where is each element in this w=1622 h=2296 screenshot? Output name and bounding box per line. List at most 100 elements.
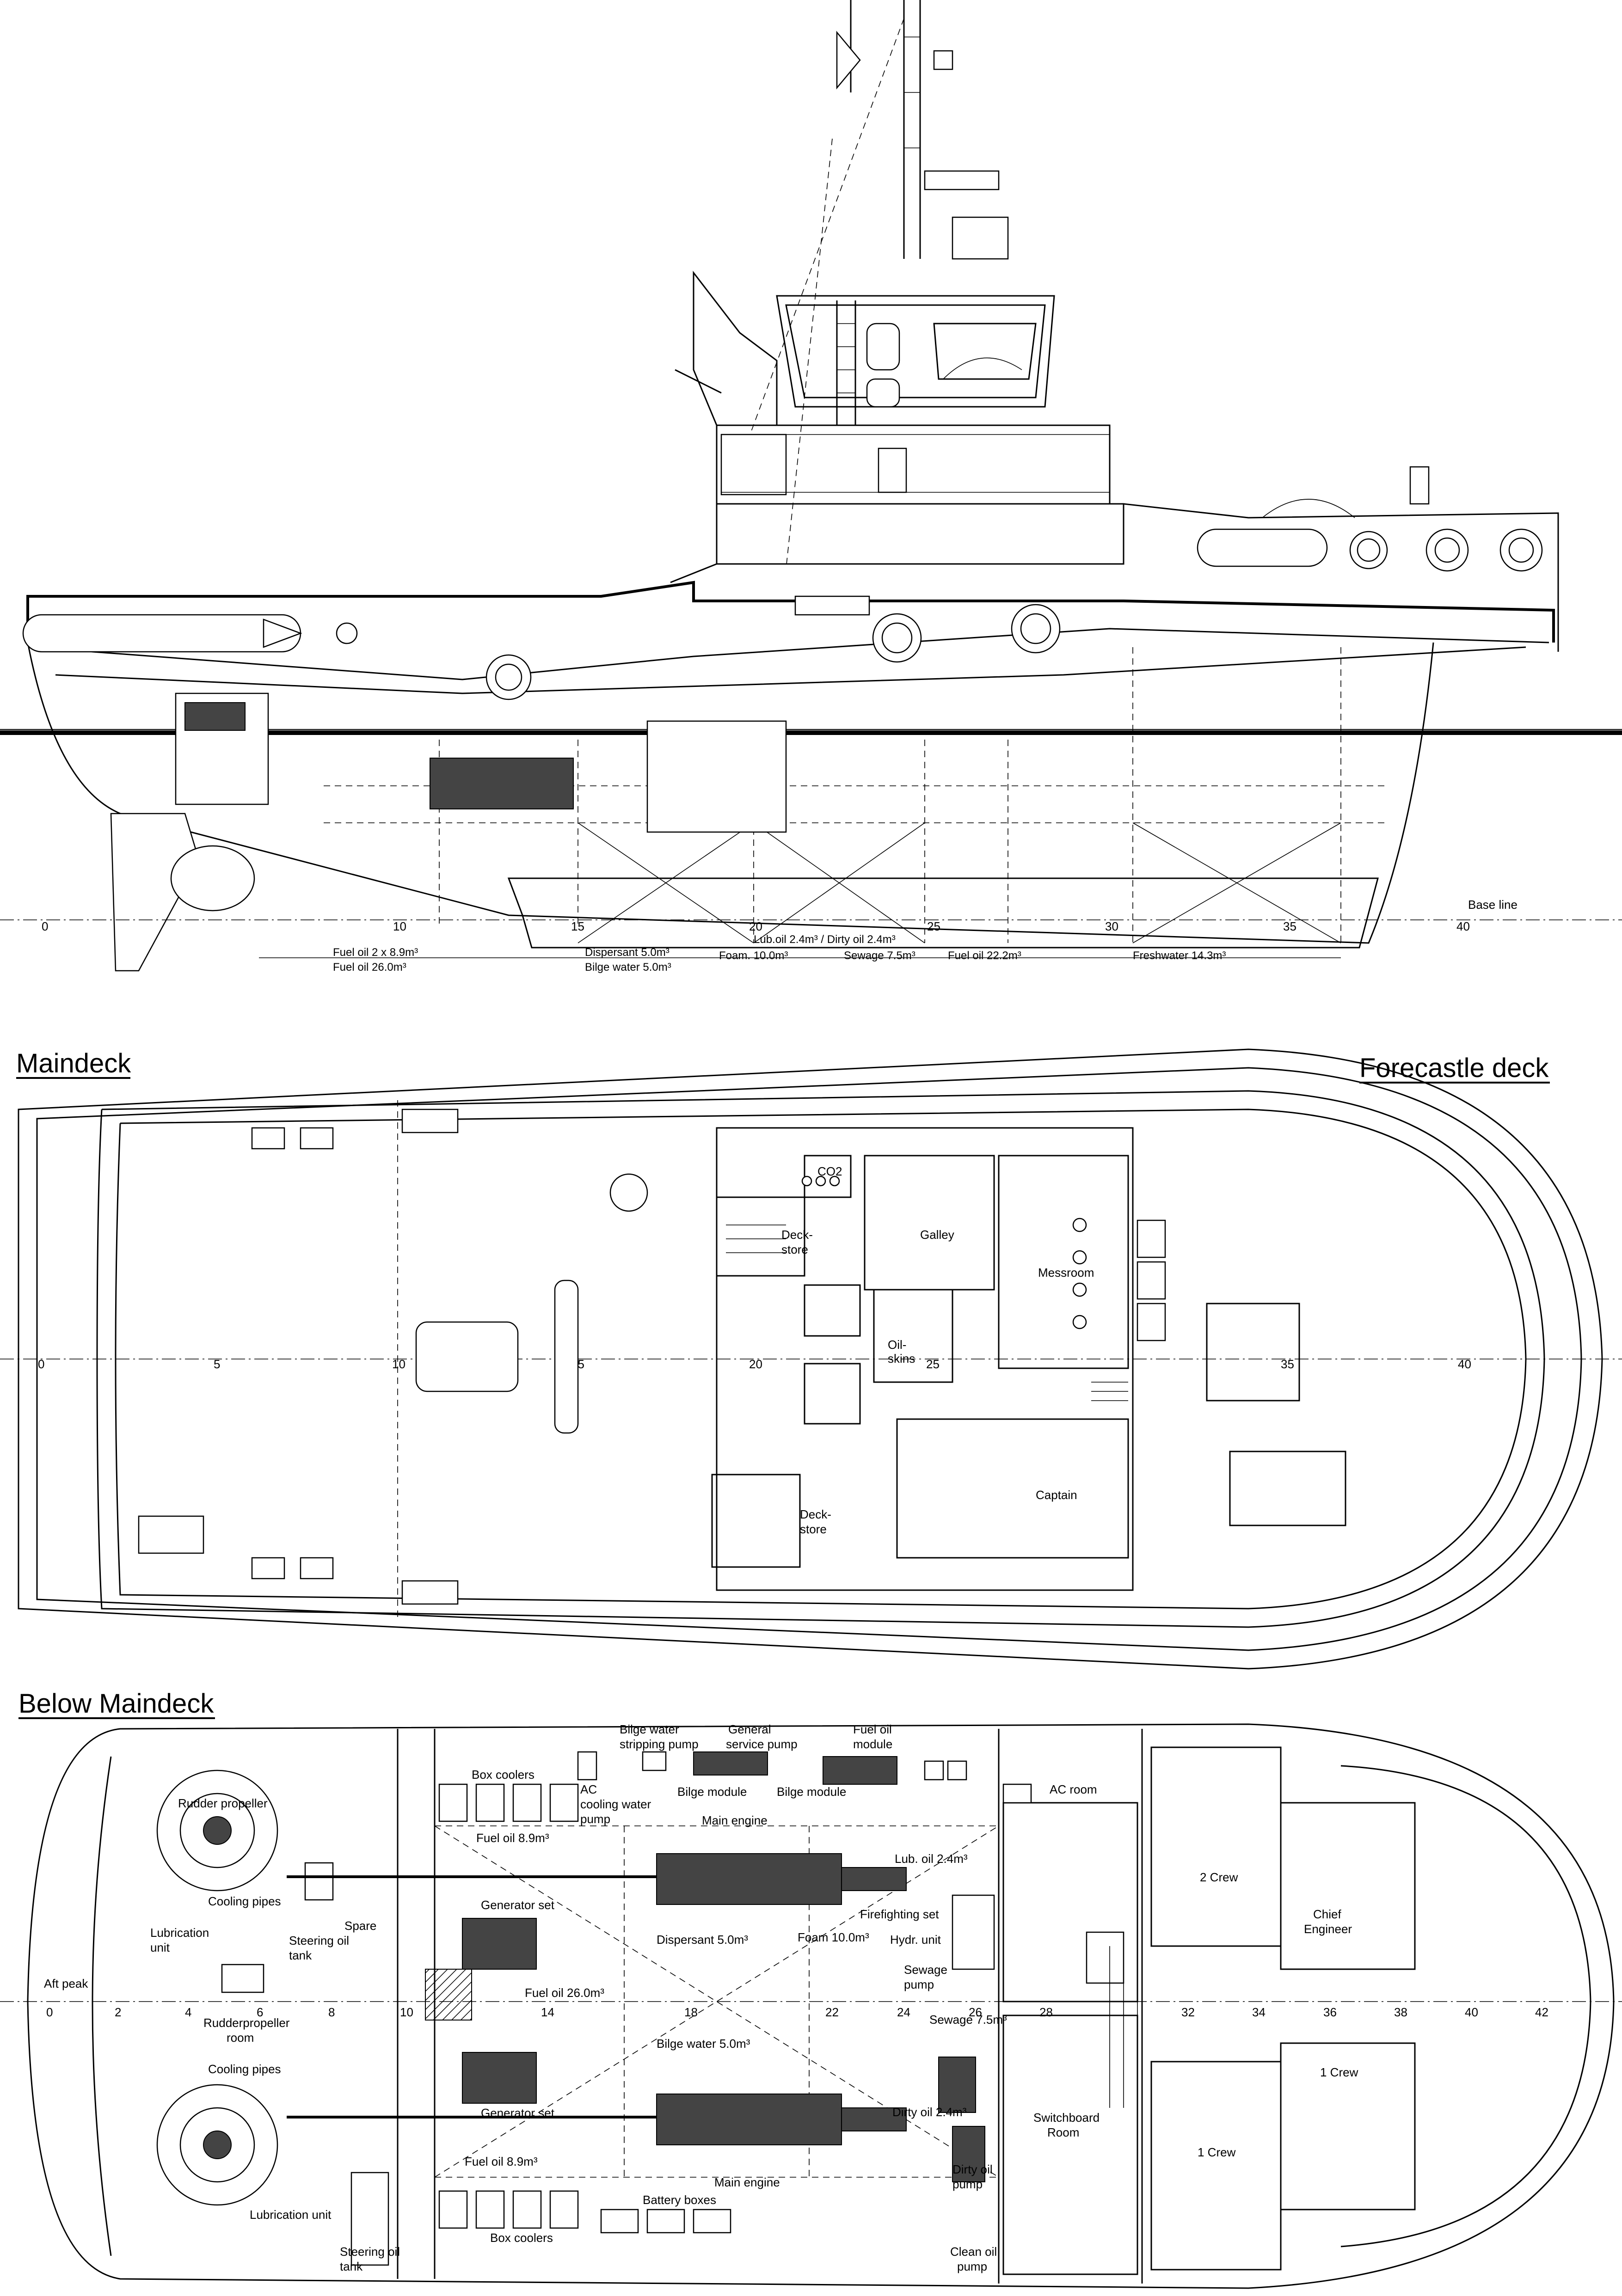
label-sewage-tank: Sewage 7.5m³ — [929, 2013, 1007, 2027]
below-frame-26: 26 — [969, 2005, 982, 2019]
label-firefighting-set: Firefighting set — [860, 1907, 939, 1921]
label-clean-oil-pump-line2: pump — [957, 2259, 987, 2273]
tank-lub-dirty-oil: Lub.oil 2.4m³ / Dirty oil 2.4m³ — [754, 933, 896, 946]
label-spare: Spare — [344, 1919, 376, 1933]
deckhouse-plan — [711, 1127, 1346, 1591]
label-fuel-oil-module-line1: Fuel oil — [853, 1722, 892, 1736]
label-switchboard-room-line2: Room — [1047, 2125, 1079, 2139]
forecastle-deck-title: Forecastle deck — [1359, 1053, 1549, 1083]
tank-sewage: Sewage 7.5m³ — [844, 949, 915, 962]
tank-freshwater: Freshwater 14.3m³ — [1133, 949, 1226, 962]
label-box-coolers-bottom: Box coolers — [490, 2231, 553, 2245]
label-lubrication-unit-line2: unit — [150, 1941, 170, 1954]
forecastle-fenders — [1123, 466, 1559, 652]
base-line-label: Base line — [1468, 898, 1518, 912]
profile-frame-30: 30 — [1105, 919, 1118, 933]
profile-frame-25: 25 — [927, 919, 940, 933]
label-general-service-line1: General — [728, 1722, 771, 1736]
label-lubrication-unit-line1: Lubrication — [150, 1926, 209, 1940]
maindeck-frame-25: 25 — [926, 1357, 940, 1371]
room-deckstore-top-line1: Deck- — [781, 1228, 813, 1242]
label-ac-pump-line2: cooling water — [580, 1797, 651, 1811]
label-steering-oil-tank-bottom-line1: Steering oil — [340, 2245, 400, 2259]
maindeck-frame-35: 35 — [1281, 1357, 1294, 1371]
maindeck-frame-40: 40 — [1458, 1357, 1471, 1371]
label-crew-1-right: 1 Crew — [1320, 2065, 1358, 2079]
maindeck-title: Maindeck — [16, 1048, 131, 1078]
below-frame-32: 32 — [1181, 2005, 1195, 2019]
below-frame-36: 36 — [1323, 2005, 1337, 2019]
label-rudderpropeller-room-line1: Rudderpropeller — [203, 2016, 290, 2030]
below-frame-2: 2 — [115, 2005, 121, 2019]
label-generator-set-top: Generator set — [481, 1898, 555, 1912]
maindeck-frame-5: 5 — [214, 1357, 220, 1371]
tank-bilge-water: Bilge water 5.0m³ — [585, 961, 671, 974]
label-fuel-oil-top: Fuel oil 8.9m³ — [476, 1831, 549, 1845]
label-battery-boxes: Battery boxes — [643, 2193, 716, 2207]
label-bilge-module-right: Bilge module — [777, 1785, 846, 1799]
below-frame-24: 24 — [897, 2005, 910, 2019]
below-frame-6: 6 — [257, 2005, 263, 2019]
profile-frame-20: 20 — [749, 919, 762, 933]
below-frame-4: 4 — [185, 2005, 191, 2019]
label-crew-1-left: 1 Crew — [1198, 2145, 1236, 2159]
room-deckstore-bottom-line1: Deck- — [800, 1507, 831, 1521]
tank-grid — [324, 647, 1387, 943]
profile-tank-capacities: Fuel oil 2 x 8.9m³ Dispersant 5.0m³ Lub.… — [333, 933, 1226, 974]
wheelhouse — [776, 295, 1055, 425]
room-oilskins-line2: skins — [888, 1352, 915, 1365]
profile-frame-40: 40 — [1456, 919, 1470, 933]
label-hydr-unit: Hydr. unit — [890, 1933, 941, 1947]
label-steering-oil-tank-top-line2: tank — [289, 1948, 312, 1962]
label-box-coolers-top: Box coolers — [472, 1768, 535, 1782]
below-frame-22: 22 — [825, 2005, 839, 2019]
below-maindeck-plan: Below Maindeck — [0, 1689, 1622, 2289]
label-sewage-pump-line1: Sewage — [904, 1963, 947, 1977]
label-rudderpropeller-room-line2: room — [227, 2031, 254, 2045]
label-dirty-oil-pump-line1: Dirty oil — [952, 2162, 993, 2176]
below-frame-10: 10 — [400, 2005, 413, 2019]
profile-frame-scale: 0 10 15 20 25 30 35 40 Base line — [0, 898, 1622, 958]
profile-frame-35: 35 — [1283, 919, 1296, 933]
tank-fuel-oil-26: Fuel oil 26.0m³ — [333, 961, 406, 974]
label-foam: Foam 10.0m³ — [798, 1930, 869, 1944]
label-lubrication-unit-bottom: Lubrication unit — [250, 2208, 332, 2222]
label-aft-peak: Aft peak — [44, 1977, 88, 1990]
below-frame-38: 38 — [1394, 2005, 1407, 2019]
maindeck-plan: Maindeck Forecastle deck 0 5 10 15 20 25… — [0, 1048, 1622, 1670]
room-deckstore-top-line2: store — [781, 1243, 808, 1256]
below-frame-0: 0 — [46, 2005, 53, 2019]
label-generator-set-bottom: Generator set — [481, 2106, 555, 2120]
room-oilskins-line1: Oil- — [888, 1338, 906, 1352]
room-galley: Galley — [920, 1228, 954, 1242]
below-frame-34: 34 — [1252, 2005, 1266, 2019]
label-chief-engineer-line2: Engineer — [1304, 1922, 1352, 1936]
label-dirty-oil-pump-line2: pump — [952, 2177, 983, 2191]
label-fuel-oil-center: Fuel oil 26.0m³ — [525, 1986, 604, 2000]
tank-fuel-oil-2x: Fuel oil 2 x 8.9m³ — [333, 946, 418, 959]
label-cooling-pipes-bottom: Cooling pipes — [208, 2062, 281, 2076]
label-chief-engineer-line1: Chief — [1313, 1907, 1341, 1921]
tank-fuel-oil-22: Fuel oil 22.2m³ — [948, 949, 1021, 962]
room-captain: Captain — [1036, 1488, 1077, 1502]
room-deckstore-bottom-line2: store — [800, 1522, 827, 1536]
label-general-service-line2: service pump — [726, 1737, 798, 1751]
maindeck-frame-10: 10 — [392, 1357, 406, 1371]
below-frame-40: 40 — [1465, 2005, 1478, 2019]
below-frame-42: 42 — [1535, 2005, 1548, 2019]
room-co2: CO2 — [817, 1164, 842, 1178]
profile-frame-15: 15 — [571, 919, 584, 933]
label-fuel-oil-bottom: Fuel oil 8.9m³ — [465, 2155, 538, 2168]
label-ac-pump-line1: AC — [580, 1782, 597, 1796]
label-bilge-stripping-line2: stripping pump — [620, 1737, 699, 1751]
maindeck-frame-20: 20 — [749, 1357, 762, 1371]
below-frame-28: 28 — [1039, 2005, 1053, 2019]
profile-frame-10: 10 — [393, 919, 406, 933]
label-ac-room: AC room — [1050, 1782, 1097, 1796]
profile-view: 0 10 15 20 25 30 35 40 Base line Fuel oi… — [0, 0, 1622, 974]
label-steering-oil-tank-top-line1: Steering oil — [289, 1934, 349, 1947]
label-main-engine-bottom: Main engine — [714, 2175, 780, 2189]
label-dirty-oil-tank: Dirty oil 2.4m³ — [892, 2105, 967, 2119]
mast — [739, 0, 1009, 569]
